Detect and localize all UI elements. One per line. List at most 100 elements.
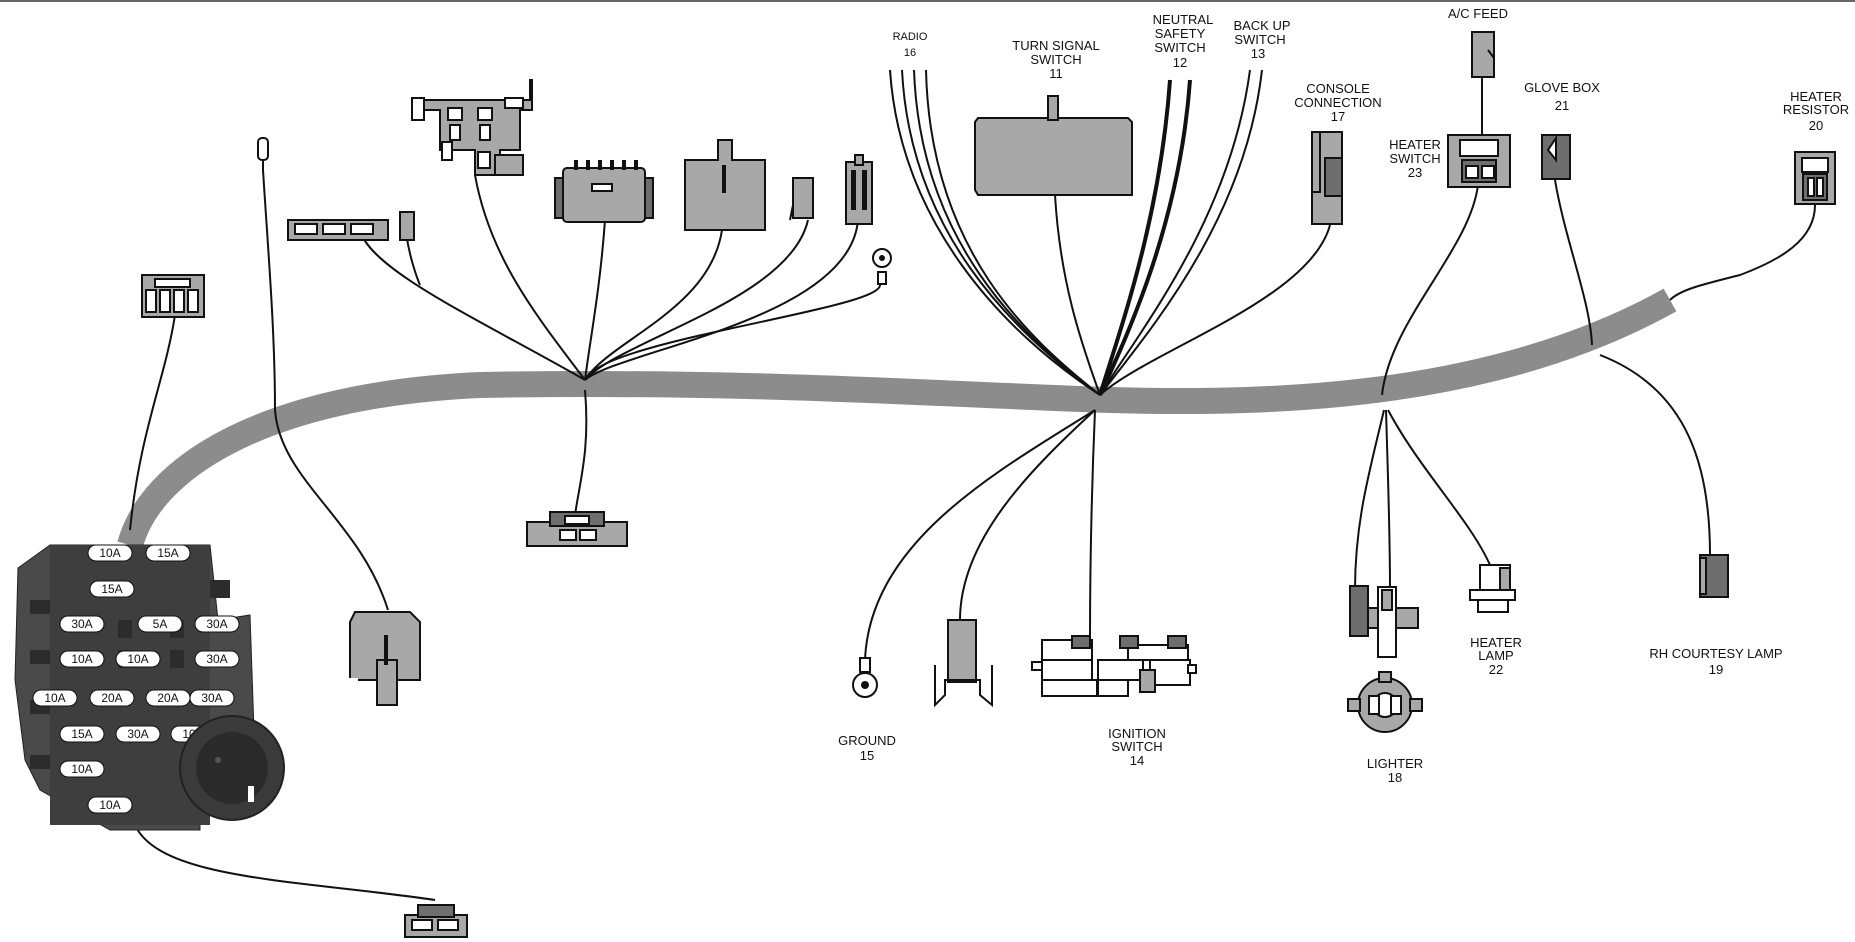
fuse-7: 10A — [59, 650, 105, 668]
connector-ac-feed — [1471, 31, 1495, 78]
label-ground: GROUND — [838, 733, 896, 748]
connector-ignition-switch — [1031, 635, 1197, 697]
fuse-rating-label: 15A — [101, 582, 122, 596]
label-ac-feed: A/C FEED — [1448, 6, 1508, 21]
connector-fuse-panel-left — [141, 274, 205, 318]
fuse-9: 30A — [194, 650, 240, 668]
wires — [129, 69, 1816, 901]
fuse-15: 30A — [115, 725, 161, 743]
label-rh-courtesy-num: 19 — [1709, 662, 1723, 677]
fuse-rating-label: 30A — [201, 691, 222, 705]
fuse-rating-label: 20A — [157, 691, 178, 705]
label-heater-lamp-line1: HEATER — [1470, 635, 1522, 650]
fuse-17: 10A — [59, 760, 105, 778]
connector-u-bracket — [934, 619, 993, 708]
fuse-rating-label: 10A — [127, 652, 148, 666]
fuse-rating-label: 5A — [153, 617, 168, 631]
label-turn-signal-line1: TURN SIGNAL — [1012, 38, 1099, 53]
fuse-3: 15A — [89, 580, 135, 598]
fuse-rating-label: 30A — [127, 727, 148, 741]
label-neutral-line2: SAFETY — [1155, 26, 1206, 41]
connector-lighter — [1347, 585, 1423, 733]
label-console-num: 17 — [1331, 109, 1345, 124]
label-lighter-num: 18 — [1388, 770, 1402, 785]
connector-glove-box — [1541, 134, 1571, 180]
connector-multi-block — [411, 79, 533, 176]
ground-ring-terminal — [852, 657, 878, 698]
connector-turn-signal-switch — [974, 95, 1133, 196]
label-ground-num: 15 — [860, 748, 874, 763]
label-ignition-line2: SWITCH — [1111, 739, 1162, 754]
fuse-ratings: 10A 15A 15A 30A 5A 30A 10A 10A 30A 10A 20A 20A 30A 15… — [32, 544, 240, 814]
connector-double-pin — [845, 154, 873, 225]
connector-pin — [257, 137, 269, 172]
connector-heater-resistor — [1794, 151, 1836, 205]
connector-six-pin — [554, 160, 654, 223]
fuse-rating-label: 10A — [71, 762, 92, 776]
fuse-2: 15A — [145, 544, 191, 562]
fuse-rating-label: 15A — [71, 727, 92, 741]
fuse-rating-label: 30A — [71, 617, 92, 631]
connector-small-angled — [789, 177, 814, 221]
connector-socket — [684, 139, 766, 231]
connector-strip — [287, 211, 415, 241]
fuse-rating-label: 10A — [71, 652, 92, 666]
connector-rh-courtesy-lamp — [1699, 554, 1729, 598]
fuse-rating-label: 10A — [99, 546, 120, 560]
label-heater-switch-line1: HEATER — [1389, 137, 1441, 152]
label-ignition-line1: IGNITION — [1108, 726, 1166, 741]
label-heater-resistor-line1: HEATER — [1790, 89, 1842, 104]
fuse-rating-label: 10A — [99, 798, 120, 812]
label-turn-signal-line2: SWITCH — [1030, 52, 1081, 67]
connector-bottom-left — [526, 511, 628, 547]
label-lighter: LIGHTER — [1367, 756, 1423, 771]
label-heater-lamp-line2: LAMP — [1478, 648, 1513, 663]
label-neutral-num: 12 — [1173, 55, 1187, 70]
label-heater-lamp-num: 22 — [1489, 662, 1503, 677]
main-harness — [117, 288, 1677, 549]
fuse-13: 30A — [189, 689, 235, 707]
fuse-rating-label: 15A — [157, 546, 178, 560]
label-neutral-line3: SWITCH — [1154, 40, 1205, 55]
label-backup-line2: SWITCH — [1234, 32, 1285, 47]
fuse-14: 15A — [59, 725, 105, 743]
fuse-1: 10A — [87, 544, 133, 562]
fuse-8: 10A — [115, 650, 161, 668]
label-rh-courtesy: RH COURTESY LAMP — [1649, 646, 1782, 661]
fuse-11: 20A — [89, 689, 135, 707]
label-radio-name: RADIO — [893, 31, 928, 43]
label-neutral-line1: NEUTRAL — [1153, 12, 1214, 27]
label-backup-line1: BACK UP — [1233, 18, 1290, 33]
fuse-rating-label: 30A — [206, 617, 227, 631]
ring-terminal-small — [872, 248, 892, 285]
connector-heater-switch — [1447, 134, 1511, 188]
fuse-rating-label: 30A — [206, 652, 227, 666]
fuse-panel: 10A 15A 15A 30A 5A 30A 10A 10A 30A 10A 20A 20A 30A 15… — [14, 544, 285, 831]
fuse-rating-label: 10A — [44, 691, 65, 705]
label-heater-switch-num: 23 — [1408, 165, 1422, 180]
label-heater-resistor-line2: RESISTOR — [1783, 102, 1849, 117]
label-heater-switch-line2: SWITCH — [1389, 151, 1440, 166]
label-glove-box-num: 21 — [1555, 98, 1569, 113]
connector-console — [1311, 131, 1343, 225]
connector-large-plug — [348, 611, 421, 706]
fuse-4: 30A — [59, 615, 105, 633]
connector-heater-lamp — [1469, 564, 1516, 613]
fuse-6: 30A — [194, 615, 240, 633]
label-turn-signal-num: 11 — [1049, 66, 1063, 81]
fuse-rating-label: 20A — [101, 691, 122, 705]
label-heater-resistor-num: 20 — [1809, 118, 1823, 133]
label-radio-num: 16 — [904, 47, 916, 59]
label-console-line1: CONSOLE — [1306, 81, 1370, 96]
fuse-18: 10A — [87, 796, 133, 814]
fuse-5: 5A — [137, 615, 183, 633]
labels: RADIO 16 TURN SIGNAL SWITCH 11 NEUTRAL S… — [838, 6, 1849, 785]
label-backup-num: 13 — [1251, 46, 1265, 61]
label-glove-box: GLOVE BOX — [1524, 80, 1600, 95]
connector-fuse-bottom — [404, 904, 468, 938]
label-console-line2: CONNECTION — [1294, 95, 1381, 110]
fuse-10: 10A — [32, 689, 78, 707]
fuse-12: 20A — [145, 689, 191, 707]
label-ignition-num: 14 — [1130, 753, 1144, 768]
